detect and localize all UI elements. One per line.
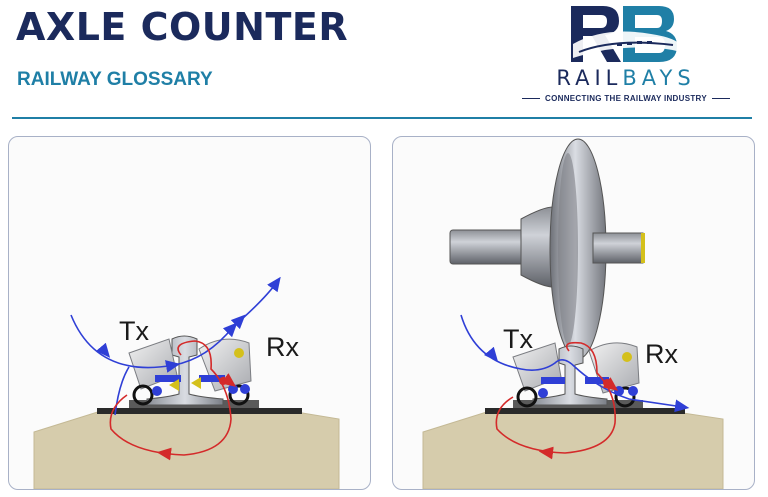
sleeper: [97, 408, 302, 414]
railbays-logo[interactable]: RAILBAYS CONNECTING THE RAILWAY INDUSTRY: [505, 0, 745, 110]
rx-label: Rx: [645, 339, 678, 369]
header-divider: [12, 117, 752, 119]
page-title: AXLE COUNTER: [16, 5, 349, 49]
page-subtitle: RAILWAY GLOSSARY: [17, 69, 213, 90]
panel-axle-present: Tx Rx: [392, 136, 755, 490]
rx-field-line: [109, 340, 232, 456]
ballast: [33, 409, 340, 489]
panel-no-axle: Tx Rx: [8, 136, 371, 490]
tx-label: Tx: [119, 316, 149, 346]
tx-label: Tx: [503, 324, 533, 354]
wheelset-icon: [449, 138, 645, 360]
train-icon: [571, 6, 681, 62]
brand-name: RAILBAYS: [556, 66, 696, 90]
rx-label: Rx: [266, 332, 299, 362]
brand-tagline: CONNECTING THE RAILWAY INDUSTRY: [511, 94, 741, 103]
